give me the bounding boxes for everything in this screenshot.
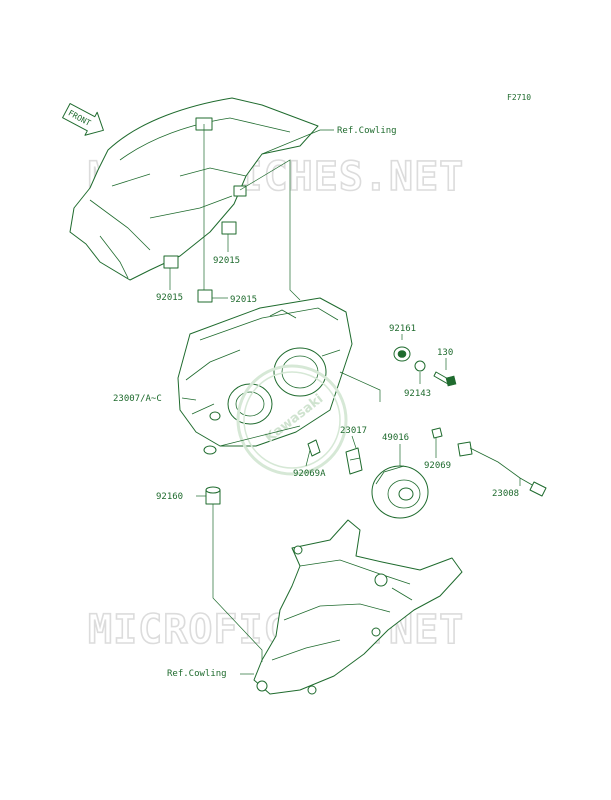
grommet-92161 <box>393 346 411 362</box>
label-23007: 23007/A~C <box>113 394 162 404</box>
collar-92143 <box>414 360 426 372</box>
grommet-92015-b <box>163 255 179 269</box>
label-92160: 92160 <box>156 492 183 502</box>
bolt-130 <box>433 371 457 387</box>
bulb-92069 <box>431 427 443 439</box>
grommet-92015-c <box>197 289 213 303</box>
label-92015-b: 92015 <box>156 293 183 303</box>
label-23017: 23017 <box>340 426 367 436</box>
diagram-code: F2710 <box>507 93 531 102</box>
label-23008: 23008 <box>492 489 519 499</box>
cap-49016 <box>371 465 429 519</box>
label-ref-cowling-bottom: Ref.Cowling <box>167 669 227 679</box>
leader-lines <box>169 124 521 675</box>
label-92143: 92143 <box>404 389 431 399</box>
grommet-92160 <box>205 486 221 505</box>
headlight-housing <box>177 297 353 455</box>
label-49016: 49016 <box>382 433 409 443</box>
front-arrow-icon: FRONT <box>62 103 104 136</box>
label-92069a: 92069A <box>293 469 326 479</box>
label-92015-a: 92015 <box>213 256 240 266</box>
label-130: 130 <box>437 348 453 358</box>
label-92015-c: 92015 <box>230 295 257 305</box>
lens-lower <box>227 383 273 425</box>
label-92161: 92161 <box>389 324 416 334</box>
bulb-23017 <box>307 439 363 475</box>
label-92069: 92069 <box>424 461 451 471</box>
headlight-bracket <box>253 519 463 695</box>
upper-cowling <box>69 97 319 281</box>
socket-23008 <box>457 441 547 497</box>
label-ref-cowling-top: Ref.Cowling <box>337 126 397 136</box>
grommet-92015-a <box>221 221 237 235</box>
